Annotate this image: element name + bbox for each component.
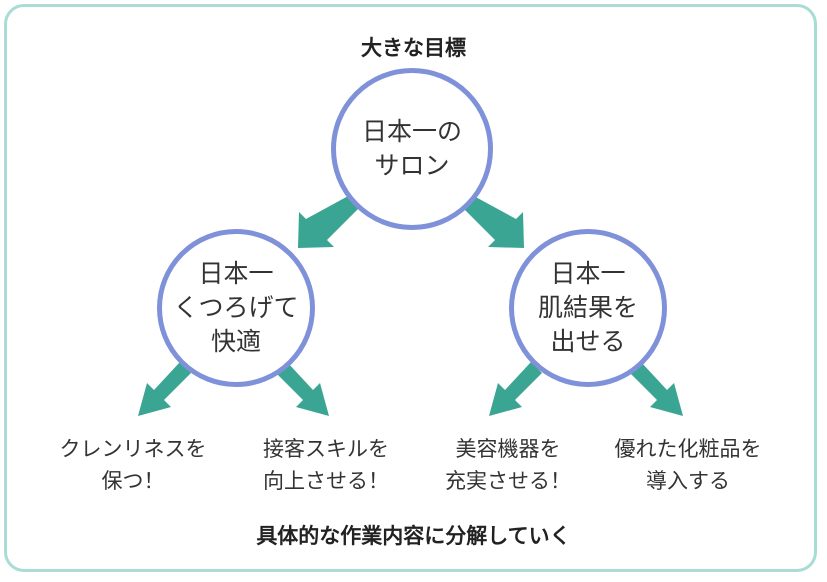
arrow-goal-to-right — [461, 195, 524, 248]
bottom-label: 具体的な作業内容に分解していく — [256, 524, 571, 548]
subgoal-left-line-3: 快適 — [210, 326, 261, 356]
diagram-frame — [4, 4, 817, 572]
action-4-line-1: 優れた化粧品を — [614, 437, 762, 461]
arrow-goal-to-left — [298, 195, 361, 248]
subgoal-left-circle: 日本一 くつろげて 快適 — [157, 229, 315, 387]
action-3-line-2: 充実させる！ — [445, 468, 571, 493]
arrow-left-to-leaf2 — [276, 362, 329, 416]
subgoal-right-line-2: 肌結果を — [537, 293, 638, 323]
subgoal-right-circle: 日本一 肌結果を 出せる — [509, 229, 667, 387]
action-3-line-1: 美容機器を — [455, 437, 561, 461]
subgoal-right-line-3: 出せる — [550, 326, 626, 356]
action-1-line-2: 保つ！ — [101, 468, 165, 493]
goal-line-1: 日本一の — [361, 117, 462, 147]
action-leaf-1: クレンリネスを 保つ！ — [33, 434, 233, 497]
action-1-line-1: クレンリネスを — [59, 437, 207, 461]
top-label: 大きな目標 — [361, 36, 466, 60]
action-leaf-3: 美容機器を 充実させる！ — [408, 434, 608, 497]
arrow-right-to-leaf3 — [489, 362, 542, 416]
goal-line-2: サロン — [374, 151, 450, 180]
action-2-line-1: 接客スキルを — [263, 437, 389, 461]
goal-circle: 日本一の サロン — [331, 68, 493, 230]
arrow-left-to-leaf1 — [138, 362, 191, 416]
action-2-line-2: 向上させる！ — [263, 468, 389, 493]
subgoal-left-line-2: くつろげて — [173, 293, 299, 323]
subgoal-left-line-1: 日本一 — [198, 259, 274, 289]
action-leaf-2: 接客スキルを 向上させる！ — [226, 434, 426, 497]
action-leaf-4: 優れた化粧品を 導入する — [588, 434, 788, 497]
subgoal-right-line-1: 日本一 — [550, 259, 626, 289]
arrow-right-to-leaf4 — [630, 362, 683, 416]
action-4-line-2: 導入する — [646, 468, 730, 493]
